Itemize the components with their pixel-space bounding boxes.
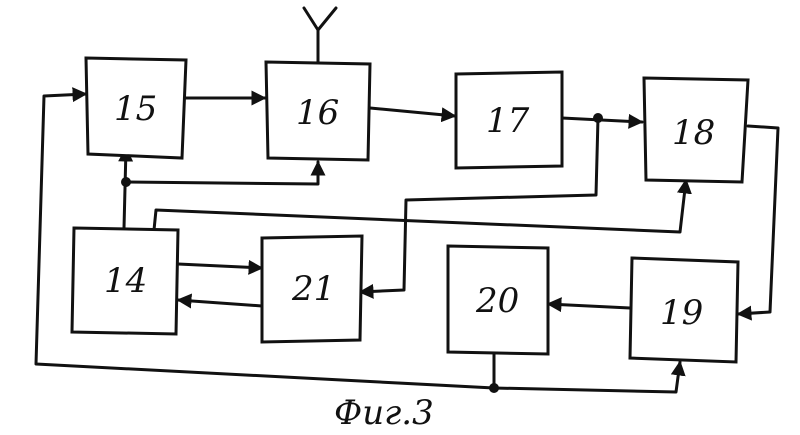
block-21: 21 (262, 236, 362, 342)
block-19: 19 (630, 258, 738, 362)
figure-caption: Фиг.3 (334, 393, 434, 433)
wire-14-to-21 (178, 264, 262, 268)
block-label-18: 18 (672, 113, 715, 153)
block-20: 20 (448, 246, 548, 354)
block-14: 14 (72, 228, 178, 334)
block-16: 16 (266, 62, 370, 160)
block-label-19: 19 (660, 293, 703, 333)
block-18: 18 (644, 78, 748, 182)
block-17: 17 (456, 72, 562, 168)
block-label-14: 14 (104, 261, 147, 301)
antenna-icon (304, 8, 336, 62)
block-label-17: 17 (486, 101, 530, 141)
wire-14-to-16 (126, 162, 318, 184)
block-15: 15 (86, 58, 186, 158)
wire-19-to-20 (548, 304, 630, 308)
wire-16-to-17 (370, 108, 455, 116)
wire-20-to-19 (494, 362, 680, 392)
block-label-20: 20 (475, 281, 519, 321)
junction-14-up (121, 177, 131, 187)
block-label-15: 15 (114, 89, 157, 129)
junction-20-bottom (489, 383, 499, 393)
wire-14-to-15 (124, 148, 126, 228)
block-label-16: 16 (296, 93, 339, 133)
junction-17-out (593, 113, 603, 123)
block-label-21: 21 (291, 269, 335, 309)
wire-14-to-18 (154, 180, 686, 232)
wire-21-to-14 (178, 300, 262, 306)
